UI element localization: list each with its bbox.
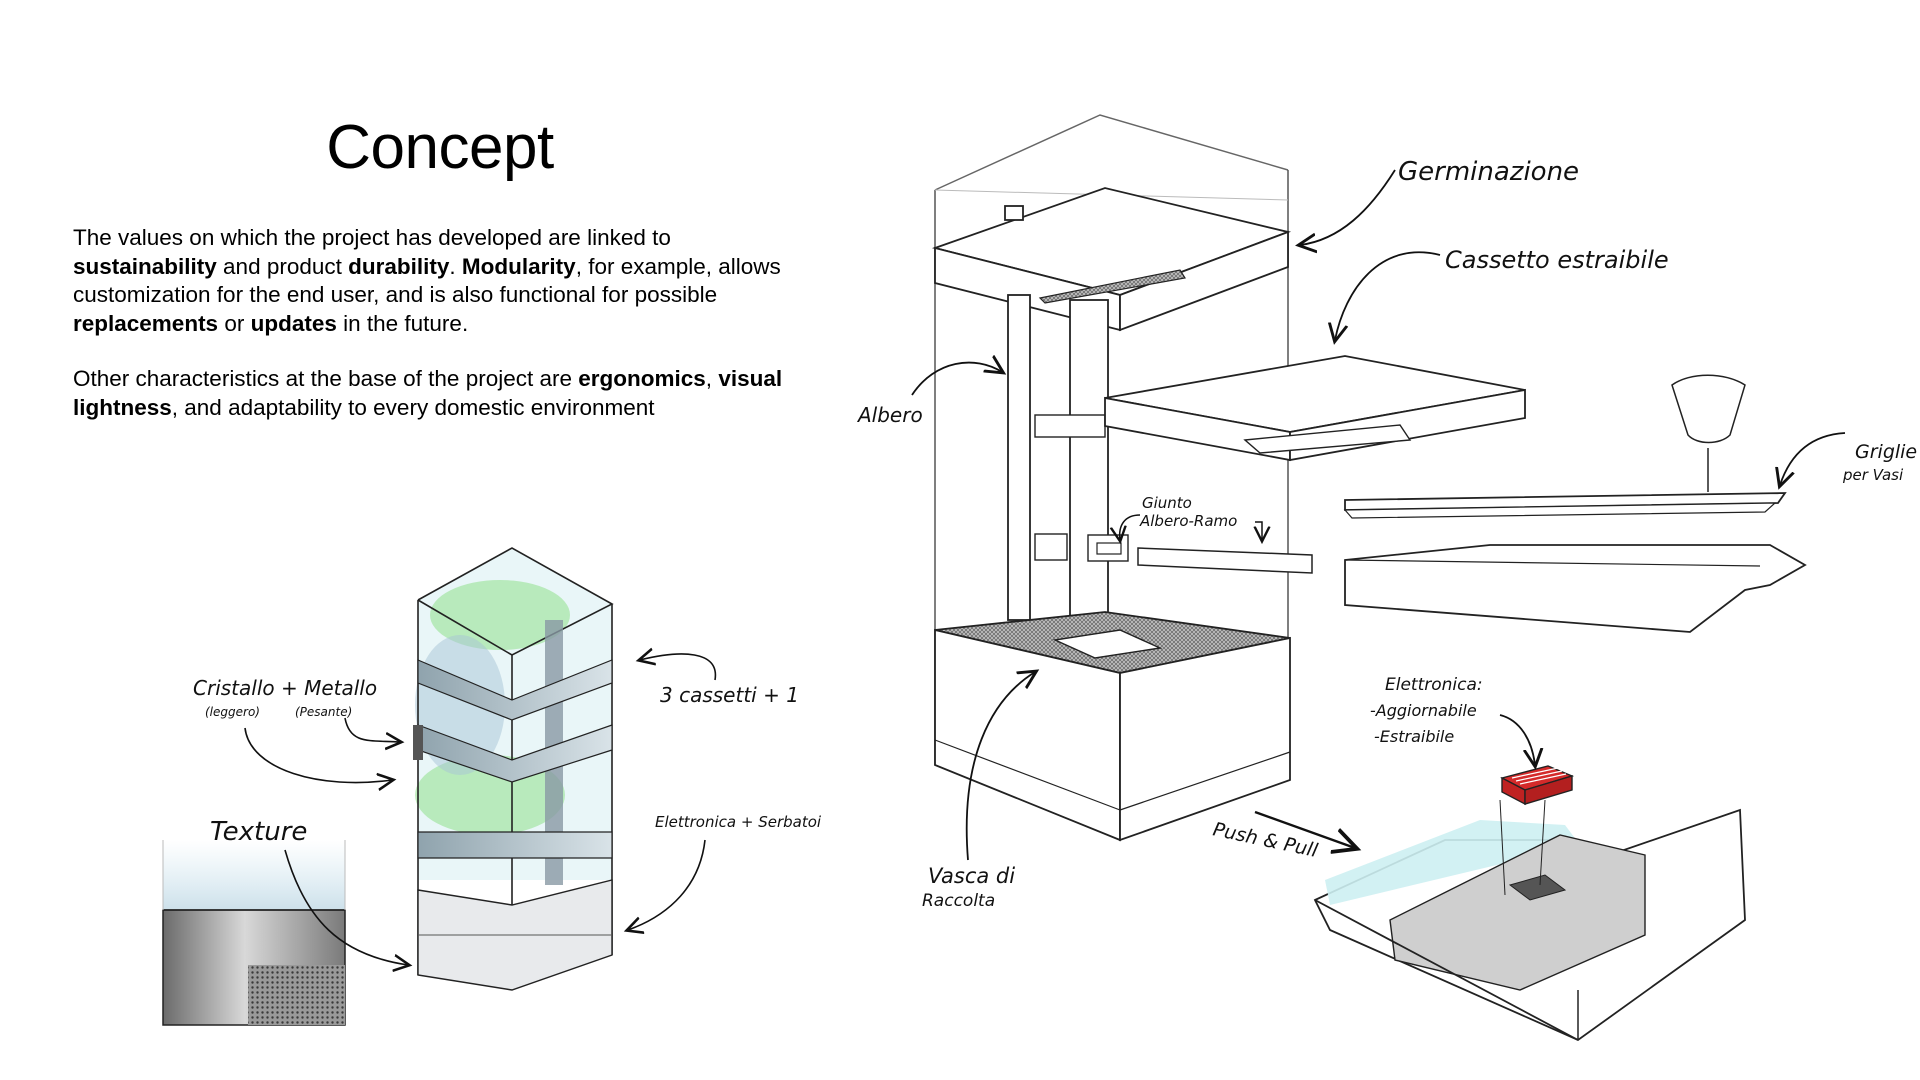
label-raccolta: Raccolta	[922, 891, 995, 911]
label-griglie: Griglie	[1855, 441, 1917, 463]
tower-sketch	[413, 547, 614, 991]
label-aggiornabile: -Aggiornabile	[1370, 701, 1477, 720]
label-albero: Albero	[856, 403, 923, 427]
label-leggero: (leggero)	[205, 705, 260, 719]
intro-paragraph: The values on which the project has deve…	[73, 225, 781, 336]
exploded-view-sketch	[931, 114, 1807, 1042]
label-pesante: (Pesante)	[295, 705, 352, 719]
texture-sample-sketch	[162, 840, 346, 1026]
label-giunto: Giunto	[1142, 494, 1192, 512]
label-cristallo-metallo: Cristallo + Metallo	[193, 676, 377, 700]
tower-annotations: Cristallo + Metallo (leggero) (Pesante) …	[193, 654, 822, 965]
page-title: Concept	[326, 113, 554, 182]
label-per-vasi: per Vasi	[1842, 466, 1904, 484]
label-germinazione: Germinazione	[1398, 157, 1579, 187]
label-3-cassetti: 3 cassetti + 1	[660, 683, 799, 707]
exploded-view-annotations: Germinazione Cassetto estraibile Albero …	[856, 157, 1917, 911]
label-texture: Texture	[210, 817, 307, 847]
label-estraibile: -Estraibile	[1374, 727, 1454, 746]
label-push-pull: Push & Pull	[1211, 818, 1320, 862]
characteristics-paragraph: Other characteristics at the base of the…	[73, 366, 783, 420]
label-vasca-di: Vasca di	[928, 864, 1015, 888]
label-elettronica-serbatoi: Elettronica + Serbatoi	[655, 813, 822, 831]
label-albero-ramo: Albero-Ramo	[1139, 512, 1237, 530]
label-elettronica: Elettronica:	[1385, 675, 1483, 695]
label-cassetto-estraibile: Cassetto estraibile	[1445, 246, 1669, 274]
